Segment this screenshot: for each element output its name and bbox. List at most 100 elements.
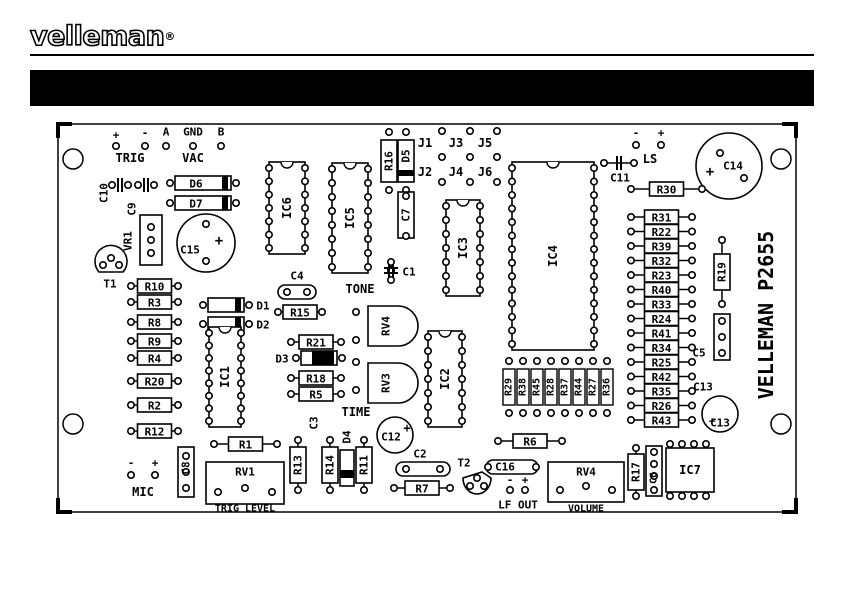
ic-body-ic5 (331, 162, 369, 274)
trimmer-rv4 (367, 305, 419, 347)
capacitor-c2-body (395, 461, 451, 477)
resistor-r17: R17 (630, 462, 643, 482)
solder-pad (286, 373, 295, 382)
volume-label: VOLUME (568, 504, 604, 515)
regulator-label: VR1 (122, 231, 135, 251)
solder-pad (300, 204, 309, 213)
solder-pad (441, 257, 450, 266)
solder-pad (363, 193, 372, 202)
solder-pad (147, 223, 156, 232)
resistor-body-r18 (298, 370, 334, 386)
solder-pad (532, 356, 541, 365)
resistor-r16-body (380, 139, 398, 183)
solder-pad (245, 319, 254, 328)
solder-pad (325, 435, 334, 444)
solder-pad (717, 299, 726, 308)
solder-pad (687, 213, 696, 222)
solder-pad (717, 348, 726, 357)
vac-gnd: GND (183, 126, 203, 139)
solder-pad (300, 190, 309, 199)
solder-pad (237, 354, 246, 363)
array-body-r37 (558, 368, 572, 406)
solder-pad (127, 297, 136, 306)
solder-pad (687, 242, 696, 251)
solder-pad (626, 213, 635, 222)
capacitor-c6-body (645, 445, 663, 497)
ic-notch (438, 330, 452, 338)
solder-pad (631, 491, 640, 500)
resistor-r9: R9 (148, 336, 161, 349)
resistor-r11: R11 (358, 455, 371, 475)
solder-pad (507, 191, 516, 200)
array-body-r36 (600, 368, 614, 406)
solder-pad (174, 376, 183, 385)
solder-pad (327, 193, 336, 202)
resistor-r23: R23 (652, 270, 672, 283)
solder-pad (293, 485, 302, 494)
lf-plus: + (522, 474, 529, 487)
solder-pad (437, 127, 446, 136)
capacitor-c13: C13 (710, 417, 730, 430)
solder-pad (363, 179, 372, 188)
solder-pad (237, 379, 246, 388)
resistor-body-r9 (136, 333, 173, 349)
resistor-body-r2 (136, 397, 173, 413)
resistor-r41: R41 (652, 328, 672, 341)
solder-pad (150, 181, 159, 190)
ic-ic6: IC6 (280, 197, 294, 219)
solder-pad (237, 341, 246, 350)
solder-pad (363, 221, 372, 230)
solder-pad (205, 391, 214, 400)
solder-pad (363, 249, 372, 258)
solder-pad (715, 149, 724, 158)
resistor-r34: R34 (652, 342, 672, 355)
solder-pad (423, 402, 432, 411)
solder-pad (626, 386, 635, 395)
solder-pad (363, 165, 372, 174)
board-edge (57, 123, 797, 513)
array-body-r44 (572, 368, 586, 406)
solder-pad (492, 153, 501, 162)
solder-pad (327, 221, 336, 230)
solder-pad (475, 271, 484, 280)
solder-pad (457, 374, 466, 383)
solder-pad (363, 235, 372, 244)
solder-pad (264, 244, 273, 253)
solder-pad (687, 270, 696, 279)
resistor-body-r8 (136, 314, 173, 330)
resistor-r2: R2 (148, 400, 161, 413)
solder-pad (272, 439, 281, 448)
solder-pad (589, 326, 598, 335)
solder-pad (363, 262, 372, 271)
solder-pad (465, 127, 474, 136)
solder-pad (237, 391, 246, 400)
solder-pad (245, 300, 254, 309)
solder-pad (472, 473, 481, 482)
ic-body-ic1 (208, 326, 242, 428)
solder-pad (202, 256, 211, 265)
solder-pad (134, 181, 143, 190)
solder-pad (286, 337, 295, 346)
c13-plus: + (709, 415, 716, 428)
resistor-body-r7 (404, 480, 440, 496)
solder-pad (626, 401, 635, 410)
solder-pad (205, 354, 214, 363)
solder-pad (465, 153, 474, 162)
solder-pad (214, 487, 223, 496)
solder-pad (507, 204, 516, 213)
jumper-j4: J4 (449, 165, 463, 179)
solder-pad (465, 178, 474, 187)
solder-pad (626, 314, 635, 323)
resistor-r8: R8 (148, 317, 161, 330)
resistor-r4: R4 (148, 353, 162, 366)
logo-text: velleman (29, 21, 165, 53)
solder-pad (687, 227, 696, 236)
solder-pad (423, 388, 432, 397)
solder-pad (507, 177, 516, 186)
resistor-r36: R36 (602, 378, 613, 396)
solder-pad (687, 357, 696, 366)
solder-pad (701, 439, 710, 448)
solder-pad (574, 408, 583, 417)
resistor-r24: R24 (652, 313, 672, 326)
